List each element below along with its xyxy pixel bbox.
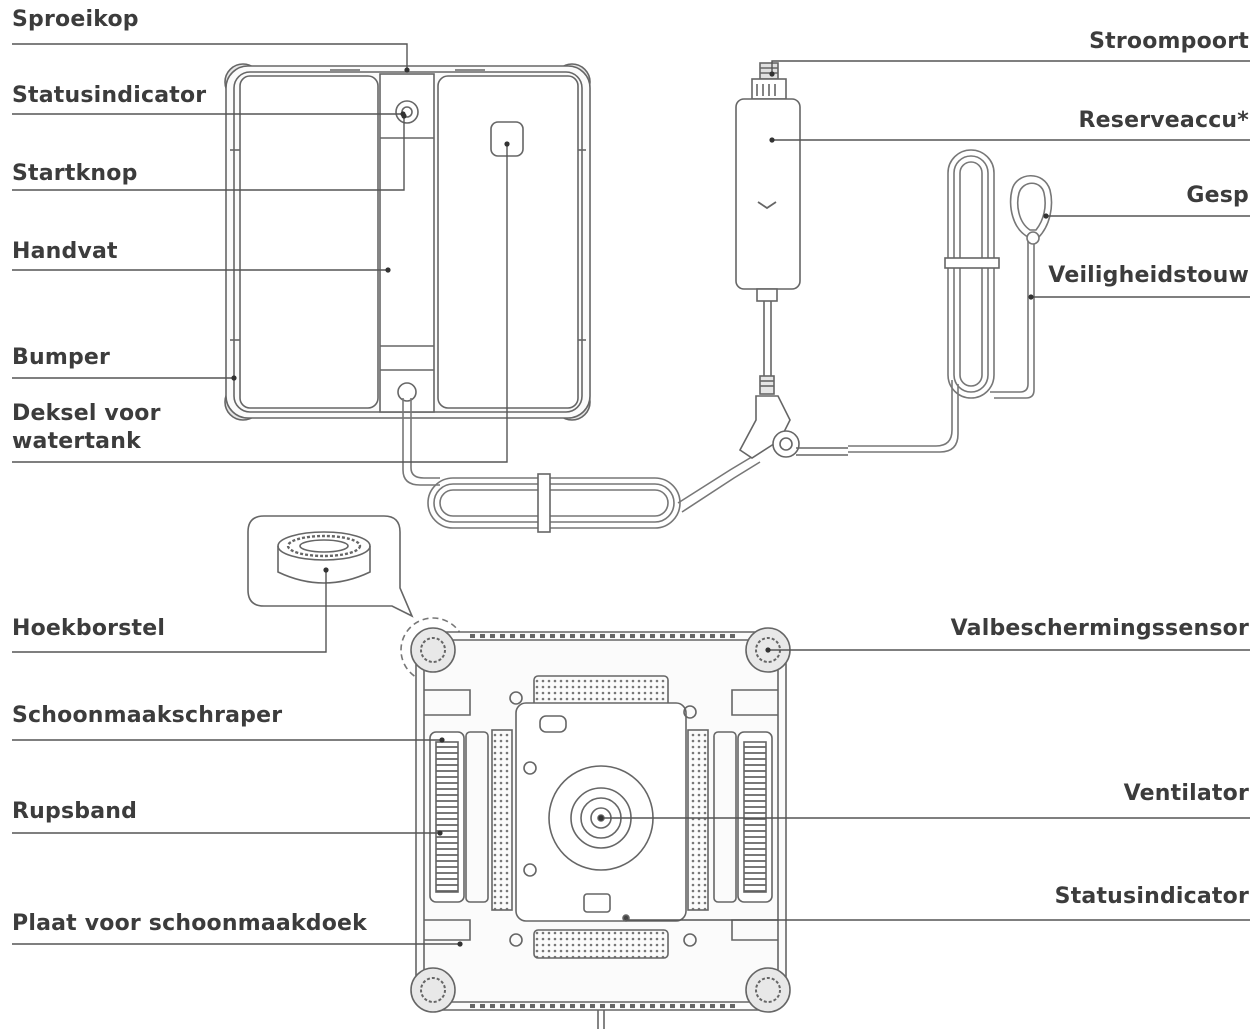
leader-lines — [12, 43, 1250, 945]
label-hoekborstel: Hoekborstel — [12, 616, 166, 641]
label-schoonmaakschraper: Schoonmaakschraper — [12, 703, 283, 728]
robot-bottom-view — [400, 617, 791, 1029]
label-handvat: Handvat — [12, 239, 118, 264]
reserve-battery — [735, 62, 848, 459]
power-cable — [402, 398, 761, 533]
label-deksel-line2: watertank — [12, 429, 141, 454]
safety-rope — [848, 149, 1053, 453]
label-plaat-voor-schoonmaakdoek: Plaat voor schoonmaakdoek — [12, 911, 367, 936]
label-startknop: Startknop — [12, 161, 138, 186]
label-reserveaccu: Reserveaccu* — [1078, 108, 1249, 133]
label-rupsband: Rupsband — [12, 799, 138, 824]
label-gesp: Gesp — [1186, 183, 1249, 208]
label-statusindicator-bottom: Statusindicator — [1054, 884, 1249, 909]
label-ventilator: Ventilator — [1123, 781, 1249, 806]
label-sproeikop: Sproeikop — [12, 7, 139, 32]
label-deksel-voor-watertank: Deksel voor watertank — [12, 400, 161, 456]
label-veiligheidstouw: Veiligheidstouw — [1048, 263, 1249, 288]
label-bumper: Bumper — [12, 345, 111, 370]
leader-dots — [231, 67, 1049, 947]
label-stroompoort: Stroompoort — [1089, 29, 1249, 54]
robot-front-view — [224, 63, 591, 421]
label-deksel-line1: Deksel voor — [12, 401, 161, 426]
label-statusindicator-top: Statusindicator — [12, 83, 207, 108]
label-valbeschermingssensor: Valbeschermingssensor — [950, 616, 1249, 641]
corner-brush-callout — [247, 515, 414, 618]
